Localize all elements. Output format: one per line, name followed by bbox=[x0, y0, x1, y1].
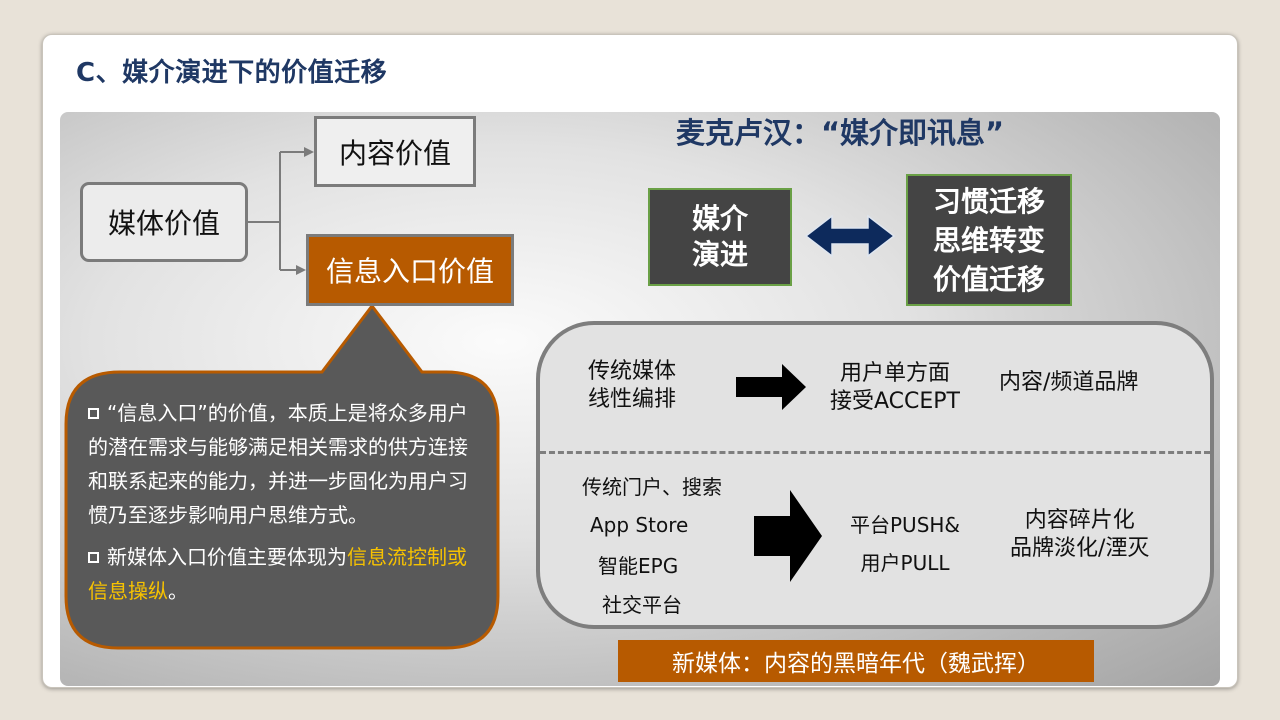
square-bullet-icon bbox=[88, 408, 99, 419]
media-evolution-line-2: 演进 bbox=[691, 238, 748, 271]
habit-line-1: 习惯迁移 bbox=[932, 184, 1045, 218]
slide-title: C、媒介演进下的价值迁移 bbox=[76, 58, 388, 88]
square-bullet-icon bbox=[88, 552, 99, 563]
media-evolution-line-1: 媒介 bbox=[691, 202, 748, 235]
habit-line-3: 价值迁移 bbox=[932, 262, 1045, 296]
right-arrow-icon bbox=[754, 490, 822, 582]
new-result: 内容碎片化 品牌淡化/湮灭 bbox=[1010, 508, 1150, 561]
new-source-2: App Store bbox=[590, 513, 689, 537]
mcluhan-quote: 麦克卢汉：“媒介即讯息” bbox=[676, 116, 1005, 150]
callout-paragraph-1: “信息入口”的价值，本质上是将众多用户的潜在需求与能够满足相关需求的供方连接和联… bbox=[88, 401, 468, 527]
new-source-3: 智能EPG bbox=[598, 554, 679, 578]
callout-paragraph-2: 新媒体入口价值主要体现为信息流控制或信息操纵。 bbox=[88, 545, 467, 603]
traditional-mode: 用户单方面 接受ACCEPT bbox=[830, 361, 960, 414]
highlight-text: 信息流控制或信息操纵 bbox=[88, 545, 467, 603]
traditional-result: 内容/频道品牌 bbox=[999, 370, 1139, 395]
dashed-divider bbox=[540, 451, 1210, 454]
dark-age-banner: 新媒体：内容的黑暗年代（魏武挥） bbox=[618, 640, 1094, 682]
habit-line-2: 思维转变 bbox=[932, 223, 1045, 257]
habit-migration-box: 习惯迁移 思维转变 价值迁移 bbox=[906, 174, 1072, 306]
callout-text: “信息入口”的价值，本质上是将众多用户的潜在需求与能够满足相关需求的供方连接和联… bbox=[88, 396, 486, 616]
new-source-1: 传统门户、搜索 bbox=[582, 475, 722, 499]
comparison-panel bbox=[536, 321, 1214, 629]
new-mode: 平台PUSH& 用户PULL bbox=[850, 513, 961, 575]
media-evolution-box: 媒介 演进 bbox=[648, 188, 792, 286]
new-source-4: 社交平台 bbox=[602, 593, 682, 617]
info-entry-value-box: 信息入口价值 bbox=[306, 234, 514, 306]
content-value-box: 内容价值 bbox=[314, 116, 476, 187]
traditional-source: 传统媒体 线性编排 bbox=[588, 359, 677, 412]
right-arrow-icon bbox=[736, 364, 806, 410]
media-value-box: 媒体价值 bbox=[80, 182, 248, 262]
